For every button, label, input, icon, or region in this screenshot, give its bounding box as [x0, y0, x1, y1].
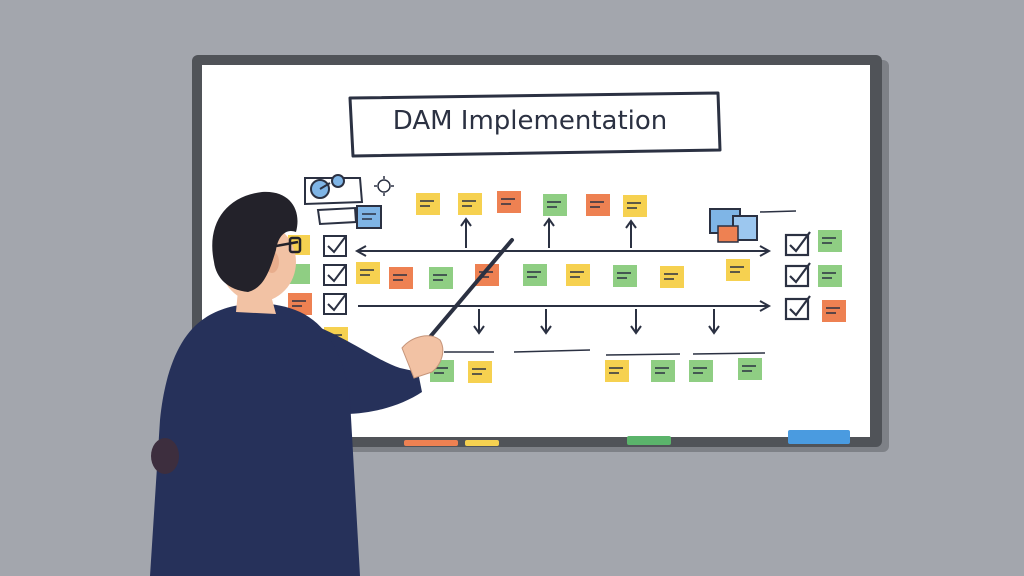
marker-yellow — [465, 440, 499, 446]
marker-green — [627, 436, 671, 445]
sticky-note — [497, 191, 521, 213]
sticky-note — [660, 266, 684, 288]
sticky-note — [738, 358, 762, 380]
network-nodes-icon — [374, 176, 394, 196]
sticky-note — [543, 194, 567, 216]
sticky-note — [458, 193, 482, 215]
sticky-note — [429, 267, 453, 289]
pointer-stick — [422, 238, 514, 346]
sticky-note — [468, 361, 492, 383]
sticky-note — [416, 193, 440, 215]
sticky-note — [356, 262, 380, 284]
sticky-note — [389, 267, 413, 289]
arrow-down-icon — [473, 309, 720, 335]
sticky-note — [726, 259, 750, 281]
marker-orange — [404, 440, 458, 446]
title-box: DAM Implementation — [348, 91, 722, 158]
marker-tray — [404, 430, 850, 446]
presenter-hand — [401, 335, 444, 379]
sticky-note — [822, 300, 846, 322]
checkbox-checked-icon — [323, 235, 347, 315]
sticky-note — [605, 360, 629, 382]
sticky-note — [523, 264, 547, 286]
sticky-note — [818, 230, 842, 252]
sticky-notes — [288, 191, 846, 383]
sticky-note — [651, 360, 675, 382]
elbow-patch — [151, 438, 179, 474]
presenter-hair — [212, 191, 298, 292]
sticky-note — [623, 195, 647, 217]
sticky-note — [818, 265, 842, 287]
eraser-blue — [788, 430, 850, 444]
glasses-icon — [275, 236, 302, 254]
lower-baselines — [444, 349, 766, 356]
pie-chart-icon — [304, 174, 364, 206]
folder-files-icon — [709, 208, 797, 243]
arrow-up-icon — [460, 217, 637, 248]
document-stack-icon — [316, 205, 382, 229]
sticky-note — [613, 265, 637, 287]
checkbox-checked-icon — [784, 231, 811, 321]
presenter — [150, 191, 514, 576]
sticky-note — [566, 264, 590, 286]
presenter-suit — [150, 303, 360, 576]
sticky-note — [689, 360, 713, 382]
timeline-arrows — [354, 245, 772, 312]
sticky-note — [586, 194, 610, 216]
board-title: DAM Implementation — [393, 106, 668, 136]
